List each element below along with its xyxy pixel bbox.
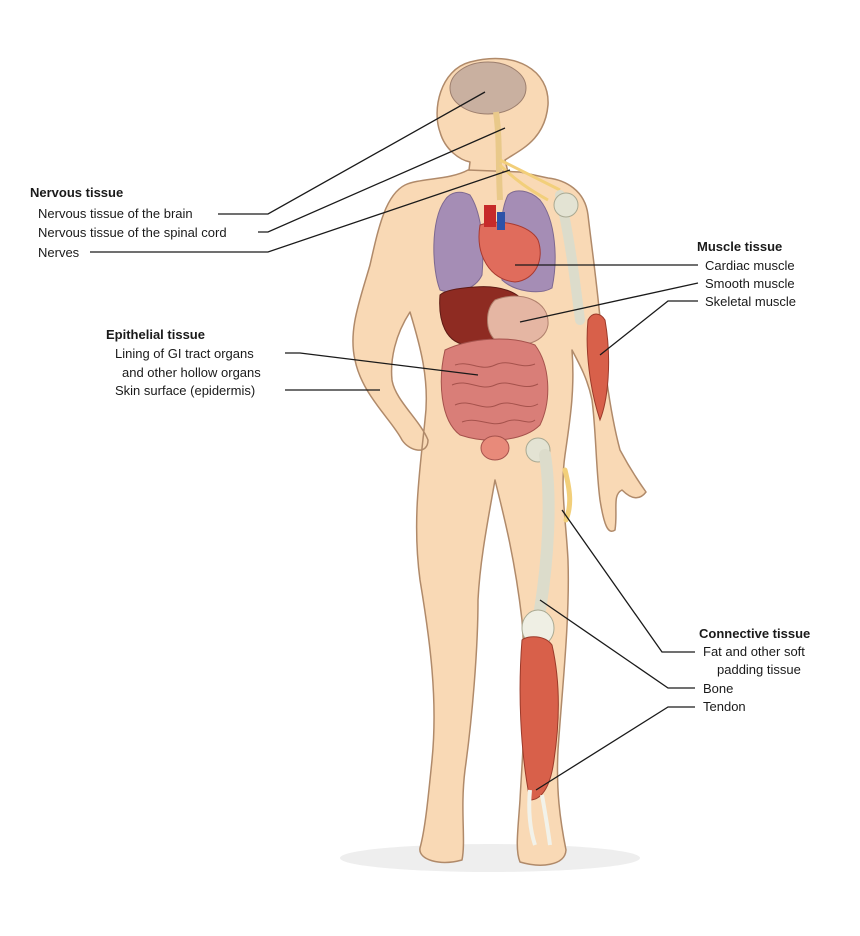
- epithelial-tissue-heading: Epithelial tissue: [106, 327, 205, 342]
- leader-skeletal: [599, 300, 698, 356]
- nervous-tissue-heading: Nervous tissue: [30, 185, 124, 200]
- left-lung: [433, 191, 484, 293]
- connective-fat-line1: Fat and other soft: [703, 644, 805, 659]
- femur: [534, 449, 555, 616]
- spinal-cord: [493, 111, 503, 201]
- torso-and-limbs: [352, 169, 647, 866]
- leader-gi-tract: [285, 352, 479, 376]
- nervous-brain-label: Nervous tissue of the brain: [38, 206, 193, 221]
- nerves-label: Nerves: [38, 245, 80, 260]
- leader-brain: [218, 91, 486, 215]
- leader-spinal-cord: [258, 127, 506, 233]
- leader-tendon: [535, 706, 695, 791]
- bladder: [480, 435, 510, 461]
- muscle-smooth-label: Smooth muscle: [705, 276, 795, 291]
- leader-bone: [539, 599, 695, 689]
- connective-fat-line2: padding tissue: [717, 662, 801, 677]
- brain: [449, 61, 527, 115]
- lower-leg-muscle: [519, 636, 559, 801]
- forearm-muscle: [586, 313, 610, 422]
- tendon: [527, 789, 552, 846]
- vena-cava: [497, 212, 505, 230]
- floor-shadow: [340, 844, 640, 872]
- epithelial-skin-label: Skin surface (epidermis): [115, 383, 256, 398]
- connective-tendon-label: Tendon: [703, 699, 746, 714]
- nervous-spinal-cord-label: Nervous tissue of the spinal cord: [38, 225, 227, 240]
- heart: [478, 221, 541, 283]
- nerves: [498, 158, 561, 202]
- intestines: [440, 338, 549, 441]
- fat-padding: [562, 467, 573, 523]
- epithelial-gi-line1: Lining of GI tract organs: [115, 346, 254, 361]
- epithelial-gi-line2: and other hollow organs: [122, 365, 261, 380]
- intestine-coils: [451, 362, 539, 425]
- leader-fat: [561, 509, 695, 653]
- aorta: [484, 205, 496, 227]
- shoulder-joint: [553, 192, 579, 218]
- leader-smooth: [519, 282, 699, 323]
- leader-lines: [90, 91, 699, 791]
- connective-tissue-heading: Connective tissue: [699, 626, 811, 641]
- muscle-cardiac-label: Cardiac muscle: [705, 258, 795, 273]
- connective-bone-label: Bone: [703, 681, 734, 696]
- leader-nerves: [90, 169, 511, 253]
- muscle-tissue-heading: Muscle tissue: [697, 239, 783, 254]
- stomach: [487, 295, 549, 346]
- muscle-skeletal-label: Skeletal muscle: [705, 294, 797, 309]
